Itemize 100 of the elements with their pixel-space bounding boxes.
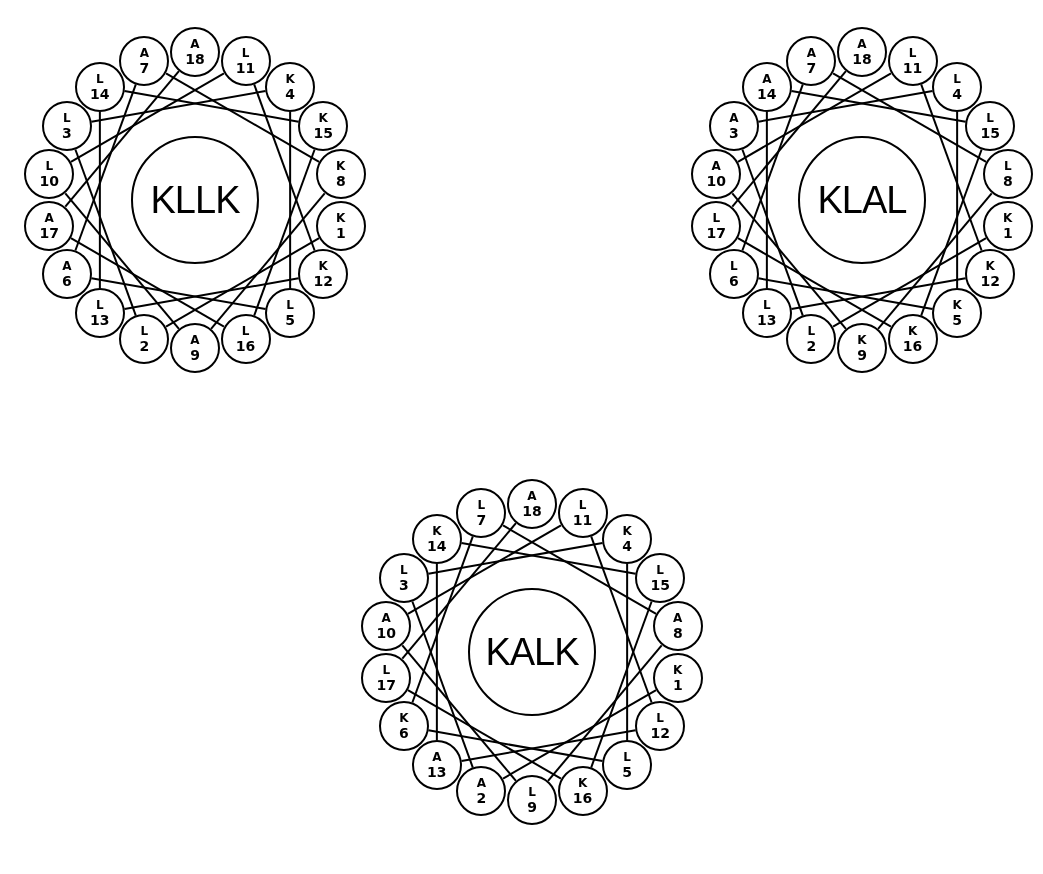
peptide-name: KALK xyxy=(485,630,579,674)
amino-acid-letter: L xyxy=(763,298,771,313)
residue-circle xyxy=(786,314,837,365)
helix-connector-line xyxy=(165,237,321,328)
helix-connector-line xyxy=(74,148,137,317)
residue-circle xyxy=(635,701,686,751)
residue-number: 6 xyxy=(398,725,409,741)
residue-number: 4 xyxy=(952,85,962,102)
residue-number: 16 xyxy=(902,338,923,355)
amino-acid-letter: K xyxy=(673,662,683,677)
helix-connector-line xyxy=(877,192,993,330)
helix-connector-line xyxy=(956,110,959,290)
residue-number: 5 xyxy=(622,764,632,781)
residue-number: 15 xyxy=(650,577,670,593)
amino-acid-letter: K xyxy=(432,523,442,538)
residue-number: 7 xyxy=(139,59,150,76)
helix-connector-line xyxy=(406,689,562,780)
residue-number: 8 xyxy=(335,173,346,190)
amino-acid-letter: L xyxy=(712,210,721,225)
residue-number: 17 xyxy=(39,224,59,241)
helix-connector-line xyxy=(401,644,517,782)
residue-number: 9 xyxy=(527,799,537,815)
residue-number: 17 xyxy=(376,676,396,693)
helix-connector-line xyxy=(123,89,300,123)
helix-connector-line xyxy=(590,600,653,769)
residue-circle xyxy=(298,101,349,151)
residue-circle xyxy=(220,314,271,365)
helix-connector-line xyxy=(731,70,847,208)
residue-circle xyxy=(220,35,271,86)
residue-circle xyxy=(887,35,938,86)
residue-circle xyxy=(602,740,653,791)
helix-connector-line xyxy=(832,237,988,328)
amino-acid-letter: A xyxy=(432,750,442,765)
residue-circle xyxy=(378,701,429,751)
residue-number: 11 xyxy=(572,511,593,528)
helix-connector-line xyxy=(253,83,316,252)
amino-acid-letter: L xyxy=(578,497,587,512)
residue-circle xyxy=(315,200,366,251)
residue-number: 12 xyxy=(313,273,333,289)
helix-connector-line xyxy=(590,535,653,704)
amino-acid-letter: L xyxy=(241,324,250,339)
residue-circle xyxy=(557,766,608,817)
helix-connector-line xyxy=(757,277,934,311)
residue-circle xyxy=(982,149,1033,200)
residue-circle xyxy=(932,61,983,112)
residue-number: 18 xyxy=(852,51,872,67)
residue-circle xyxy=(982,200,1033,251)
residue-circle xyxy=(652,652,703,703)
residue-number: 1 xyxy=(1002,224,1013,241)
helix-connector-line xyxy=(502,689,658,780)
amino-acid-letter: A xyxy=(527,489,537,503)
helix-connector-line xyxy=(165,72,321,163)
amino-acid-letter: K xyxy=(318,259,328,273)
helix-connector-line xyxy=(69,237,225,328)
residue-number: 16 xyxy=(572,790,593,807)
amino-acid-letter: L xyxy=(986,111,994,125)
helix-connector-line xyxy=(123,277,300,311)
amino-acid-letter: L xyxy=(63,111,71,125)
residue-number: 1 xyxy=(335,224,346,241)
helix-connector-line xyxy=(547,644,663,782)
helix-connector-line xyxy=(435,562,438,742)
amino-acid-letter: K xyxy=(399,711,409,725)
amino-acid-letter: L xyxy=(382,662,391,677)
residue-circle xyxy=(456,487,507,538)
residue-circle xyxy=(378,553,429,603)
helix-connector-line xyxy=(741,148,804,317)
residue-number: 11 xyxy=(235,59,256,76)
residue-number: 14 xyxy=(427,537,447,554)
amino-acid-letter: L xyxy=(140,324,149,339)
residue-circle xyxy=(965,249,1016,299)
amino-acid-letter: K xyxy=(857,333,867,347)
residue-number: 14 xyxy=(90,85,110,102)
helix-connector-line xyxy=(920,83,983,252)
peptide-name: KLAL xyxy=(817,178,907,222)
residue-number: 2 xyxy=(806,338,817,355)
residue-circle xyxy=(691,149,742,200)
amino-acid-letter: K xyxy=(1003,210,1013,225)
residue-circle xyxy=(298,249,349,299)
residue-circle xyxy=(456,766,507,817)
residue-circle xyxy=(24,200,75,251)
residue-circle xyxy=(411,740,462,791)
residue-circle xyxy=(411,513,462,564)
amino-acid-letter: A xyxy=(806,45,816,60)
residue-number: 3 xyxy=(728,125,739,141)
amino-acid-letter: L xyxy=(528,785,536,799)
helix-connector-line xyxy=(253,148,316,317)
residue-number: 5 xyxy=(952,312,962,329)
residue-circle xyxy=(74,61,125,112)
amino-acid-letter: L xyxy=(477,497,486,512)
residue-number: 17 xyxy=(706,224,726,241)
residue-circle xyxy=(837,27,887,77)
residue-number: 13 xyxy=(427,764,447,781)
amino-acid-letter: L xyxy=(730,259,738,273)
helix-connector-line xyxy=(98,110,101,290)
amino-acid-letter: K xyxy=(336,159,346,174)
residue-circle xyxy=(635,553,686,603)
residue-circle xyxy=(24,149,75,200)
residue-number: 10 xyxy=(706,173,726,190)
helix-connector-line xyxy=(289,110,292,290)
amino-acid-letter: L xyxy=(241,45,250,60)
